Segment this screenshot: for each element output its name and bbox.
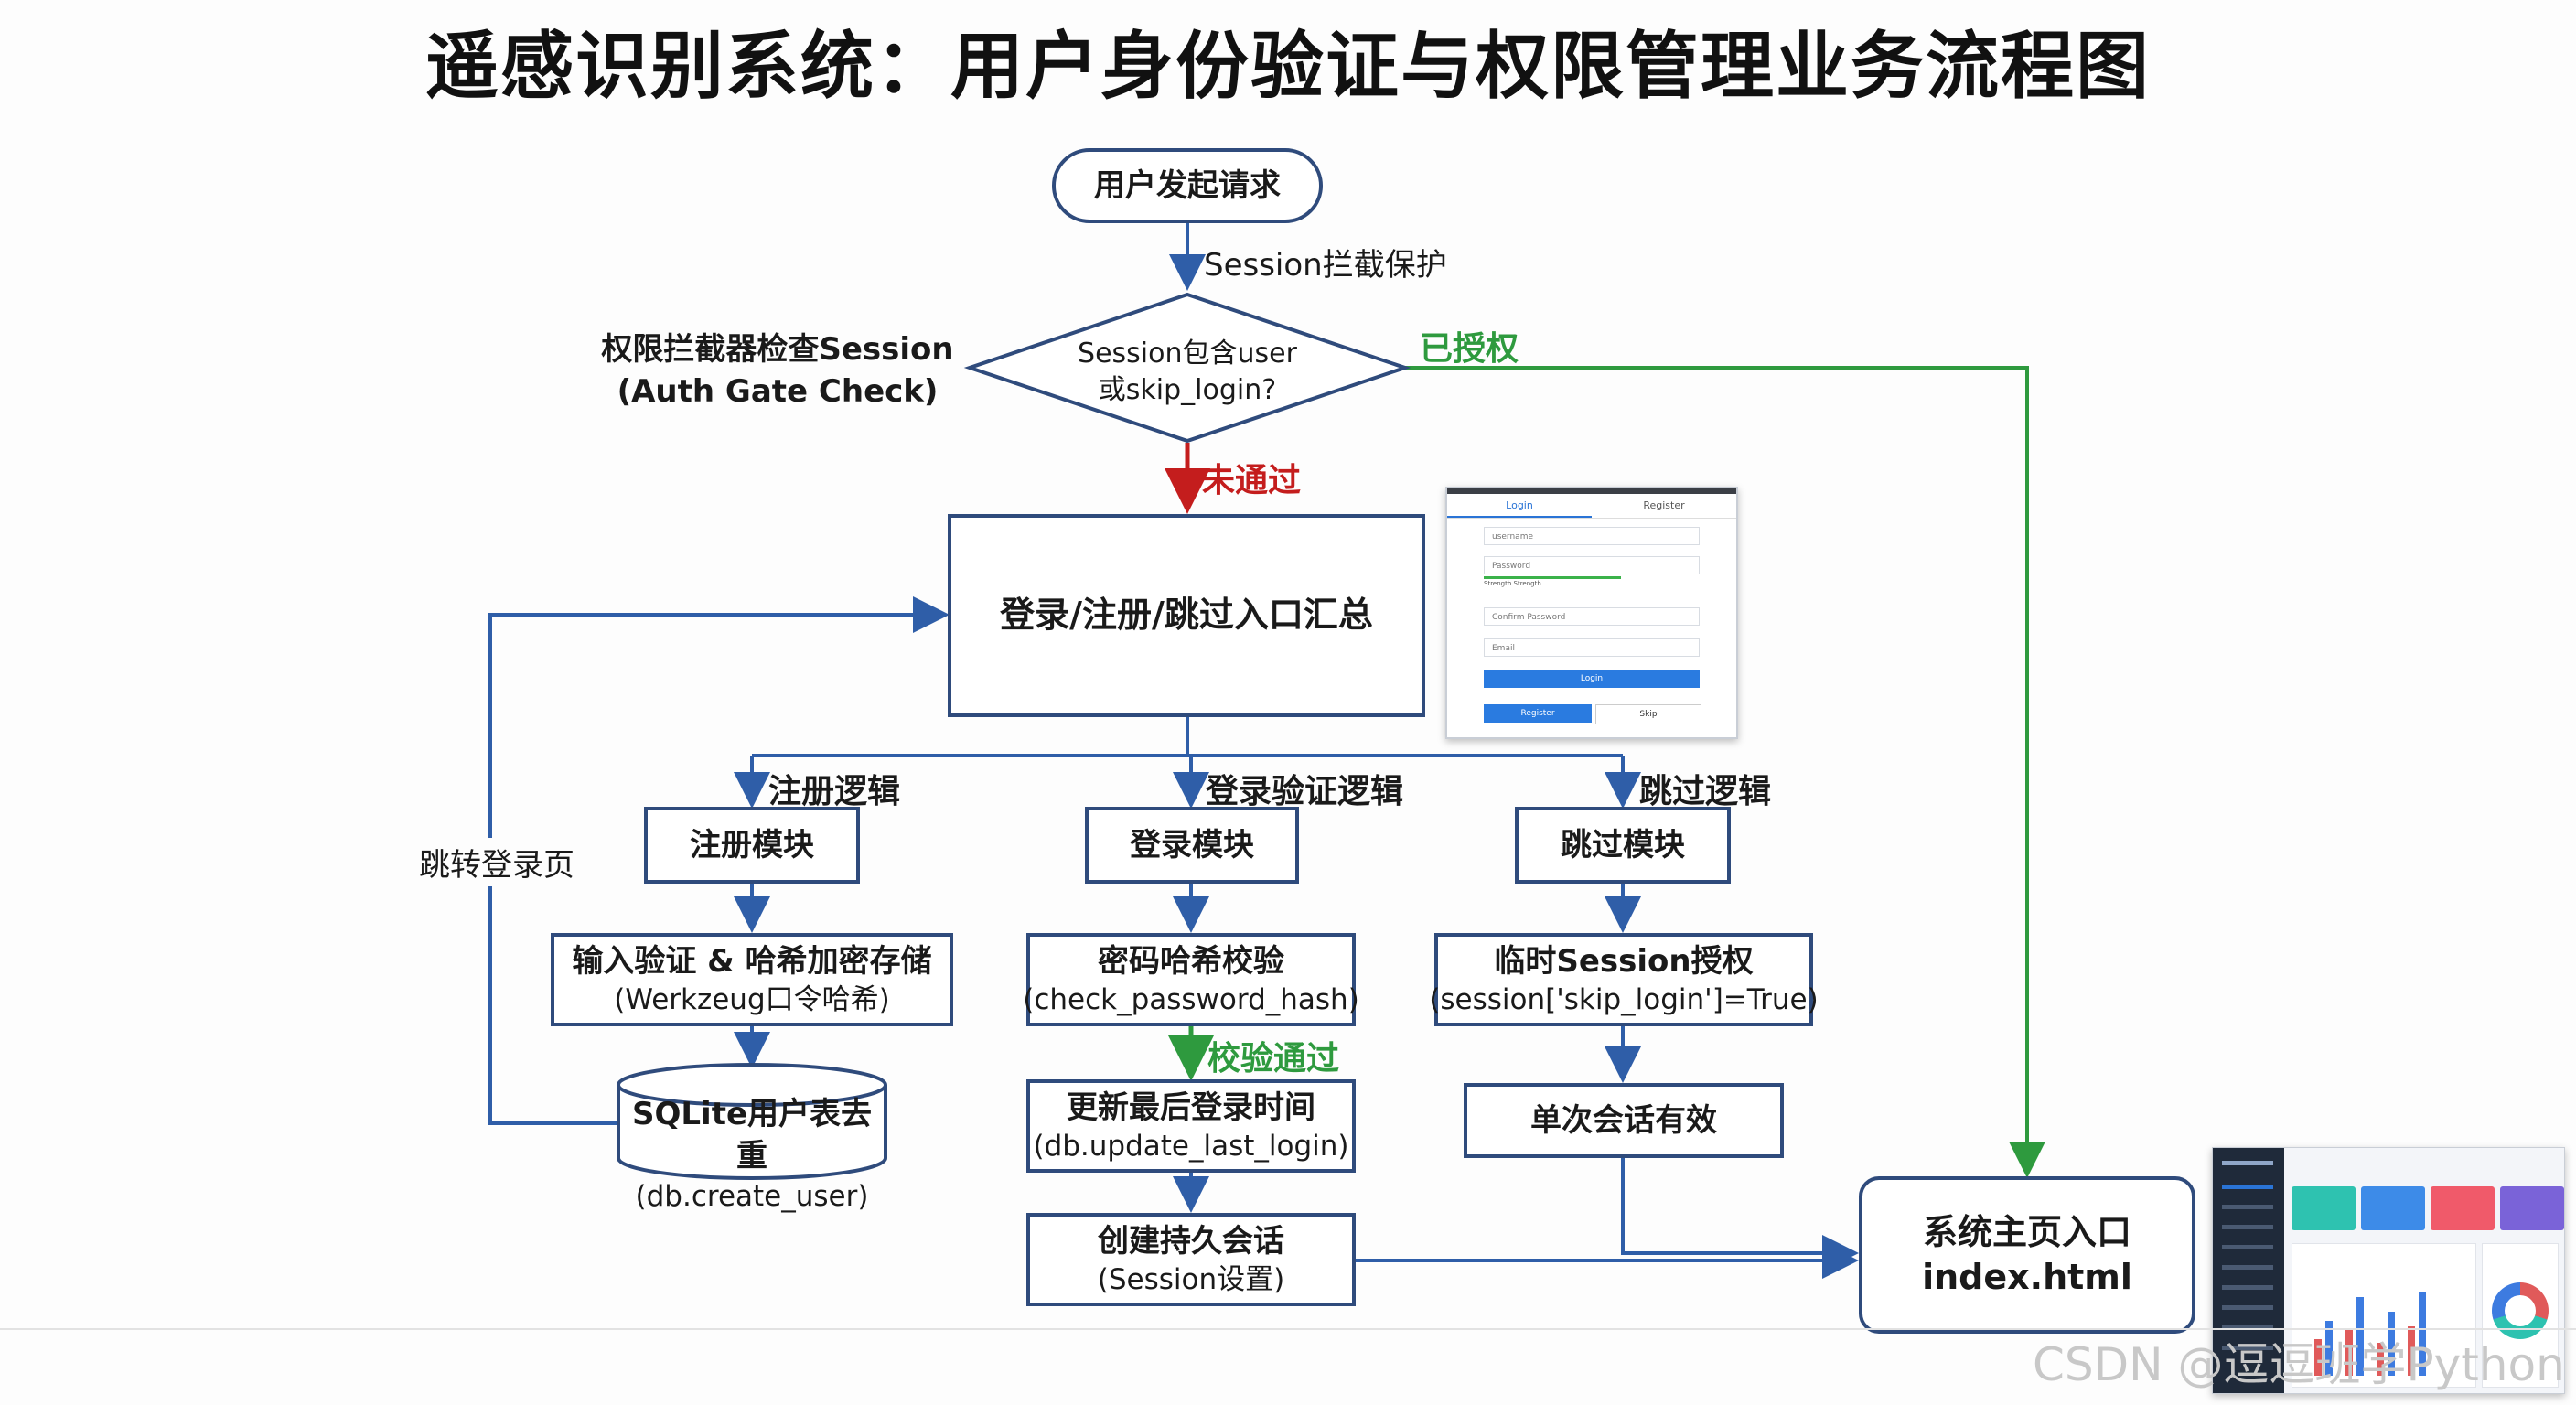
home-entry-label-2: index.html [1922, 1257, 2132, 1297]
mock-login-button: Login [1484, 670, 1700, 688]
arrow-hub-split [752, 717, 1623, 757]
home-entry-node: 系统主页入口 index.html [1859, 1176, 2195, 1334]
decision-text-2: 或skip_login? [1099, 374, 1276, 406]
temp-session-label-2: (session['skip_login']=True) [1429, 982, 1819, 1016]
dash-sidebar [2213, 1148, 2284, 1393]
arrow-skip-to-home [1621, 1158, 1859, 1271]
entry-hub-node: 登录/注册/跳过入口汇总 [948, 514, 1425, 717]
login-form-screenshot: Login Register username Password Strengt… [1445, 487, 1738, 739]
sqlite-label-1: SQLite用户表去重 [631, 1096, 873, 1174]
password-check-label-2: (check_password_hash) [1023, 982, 1359, 1016]
mock-topbar [1447, 488, 1736, 494]
password-check-label-1: 密码哈希校验 [1098, 942, 1284, 980]
arrow-authorized-to-home [1405, 366, 2045, 1178]
mock-password-field: Password [1484, 556, 1700, 574]
diagram-title: 遥感识别系统：用户身份验证与权限管理业务流程图 [425, 24, 2151, 109]
temp-session-label-1: 临时Session授权 [1494, 942, 1754, 980]
dash-card-red [2431, 1186, 2495, 1230]
auth-gate-label: 权限拦截器检查Session (Auth Gate Check) [585, 329, 970, 413]
session-guard-label: Session拦截保护 [1204, 247, 1447, 284]
not-passed-label: 未通过 [1202, 462, 1302, 499]
start-node-label: 用户发起请求 [1094, 166, 1281, 204]
persist-session-label-2: (Session设置) [1097, 1262, 1285, 1296]
mock-confirm-field: Confirm Password [1484, 607, 1700, 626]
mock-tabs: Login Register [1447, 494, 1736, 519]
temp-session-node: 临时Session授权 (session['skip_login']=True) [1429, 933, 1819, 1026]
register-module-label: 注册模块 [690, 826, 814, 863]
dash-bar-panel [2292, 1243, 2476, 1388]
check-passed-label: 校验通过 [1208, 1040, 1340, 1078]
skip-module-label: 跳过模块 [1561, 826, 1685, 863]
mock-skip-button: Skip [1595, 704, 1701, 724]
single-session-node: 单次会话有效 [1464, 1083, 1784, 1158]
decision-text-1: Session包含user [1078, 338, 1298, 370]
auth-gate-label-2: (Auth Gate Check) [617, 372, 939, 410]
register-validate-label-2: (Werkzeug口令哈希) [614, 982, 890, 1016]
footer-divider [0, 1328, 2576, 1330]
mock-tab-register: Register [1643, 499, 1685, 511]
csdn-watermark: CSDN @逗逗班学Python [2033, 1338, 2565, 1391]
login-logic-label: 登录验证逻辑 [1206, 773, 1404, 810]
register-validate-label-1: 输入验证 & 哈希加密存储 [572, 942, 932, 980]
dashboard-screenshot [2212, 1147, 2565, 1394]
dash-card-teal [2292, 1186, 2356, 1230]
start-node: 用户发起请求 [1052, 148, 1323, 223]
sqlite-label: SQLite用户表去重 (db.create_user) [618, 1094, 886, 1217]
mock-username-field: username [1484, 527, 1700, 545]
auth-gate-label-1: 权限拦截器检查Session [601, 331, 954, 368]
single-session-label: 单次会话有效 [1530, 1101, 1717, 1139]
mock-register-button: Register [1484, 704, 1592, 723]
update-login-label-1: 更新最后登录时间 [1067, 1089, 1315, 1126]
persist-session-node: 创建持久会话 (Session设置) [1026, 1213, 1356, 1306]
redirect-login-label: 跳转登录页 [415, 838, 578, 886]
update-login-label-2: (db.update_last_login) [1033, 1129, 1349, 1163]
skip-logic-label: 跳过逻辑 [1639, 773, 1772, 810]
sqlite-label-2: (db.create_user) [635, 1179, 869, 1213]
dash-card-blue [2361, 1186, 2425, 1230]
password-check-node: 密码哈希校验 (check_password_hash) [1023, 933, 1359, 1026]
authorized-label: 已授权 [1420, 330, 1519, 368]
mock-strength-label: Strength Strength [1484, 580, 1541, 587]
login-module-node: 登录模块 [1085, 807, 1299, 884]
home-entry-label-1: 系统主页入口 [1922, 1211, 2131, 1252]
mock-email-field: Email [1484, 638, 1700, 657]
skip-module-node: 跳过模块 [1515, 807, 1731, 884]
mock-strength-bar [1484, 576, 1621, 579]
update-login-node: 更新最后登录时间 (db.update_last_login) [1026, 1079, 1356, 1173]
decision-diamond [963, 292, 1411, 444]
mock-tab-login: Login [1447, 494, 1592, 518]
register-module-node: 注册模块 [644, 807, 860, 884]
persist-session-label-1: 创建持久会话 [1098, 1222, 1284, 1260]
register-validate-node: 输入验证 & 哈希加密存储 (Werkzeug口令哈希) [551, 933, 953, 1026]
entry-hub-label: 登录/注册/跳过入口汇总 [1000, 595, 1373, 636]
login-module-label: 登录模块 [1130, 826, 1254, 863]
register-logic-label: 注册逻辑 [768, 773, 901, 810]
sqlite-cylinder [617, 1063, 887, 1180]
dash-card-purple [2500, 1186, 2564, 1230]
